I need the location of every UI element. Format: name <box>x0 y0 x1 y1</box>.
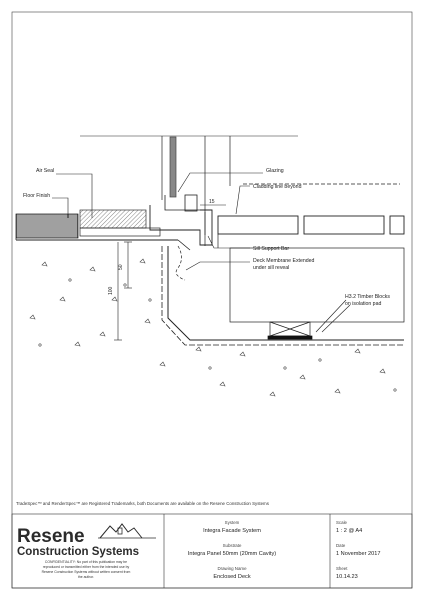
resene-logo: Resene Construction Systems <box>17 523 156 558</box>
scale-value: 1 : 2 @ A4 <box>336 528 362 534</box>
framing-void <box>229 247 405 323</box>
dimensions <box>114 204 226 341</box>
dim-100: 100 <box>108 286 114 295</box>
system-label: System <box>225 520 240 525</box>
section-detail <box>15 135 405 346</box>
logo-skyline-icon <box>99 523 143 539</box>
leaders <box>52 172 351 333</box>
glazing-unit <box>169 136 177 198</box>
sill-frame <box>149 205 213 246</box>
confidentiality-3: Resene Construction Systems without writ… <box>42 570 131 574</box>
label-timber-blocks: H3.2 Timber Blocks <box>345 294 390 300</box>
label-deck-membrane-2: under sill reveal <box>253 265 289 271</box>
label-glazing: Glazing <box>266 168 284 174</box>
trademark-note: TradeSpec™ and RenderSpec™ are Registere… <box>16 501 270 506</box>
substrate-label: Substrate <box>223 543 242 548</box>
cladding-panel <box>389 215 405 235</box>
label-timber-blocks-2: on isolation pad <box>345 301 381 307</box>
scale-label: Scale <box>336 520 348 525</box>
confidentiality-2: reproduced or transmitted either from th… <box>43 565 130 569</box>
label-deck-membrane: Deck Membrane Extended <box>253 258 315 264</box>
cladding-panel <box>217 215 299 235</box>
sheet-label: Sheet <box>336 566 348 571</box>
floor-finish <box>15 213 79 239</box>
date-label: Date <box>336 543 346 548</box>
drawing-name-value: Enclosed Deck <box>213 574 251 580</box>
label-air-seal: Air Seal <box>36 168 54 174</box>
system-value: Integra Facade System <box>203 528 261 534</box>
label-cladding-line: Cladding line beyond <box>253 184 302 190</box>
sheet-value: 10.14.23 <box>336 574 358 580</box>
concrete-texture <box>29 258 397 397</box>
substrate-value: Integra Panel 50mm (20mm Cavity) <box>188 551 276 557</box>
svg-text:Construction Systems: Construction Systems <box>17 546 139 558</box>
deck-membrane <box>175 245 186 281</box>
slab-edge <box>167 246 404 341</box>
sill-packer <box>79 209 147 229</box>
dim-15: 15 <box>209 199 215 205</box>
drawing-name-label: Drawing Name <box>217 566 247 571</box>
cladding-panel <box>303 215 385 235</box>
confidentiality-1: CONFIDENTIALITY: No part of this publica… <box>45 560 127 564</box>
title-block <box>11 513 413 589</box>
dim-50: 50 <box>118 264 124 270</box>
confidentiality-4: the author. <box>78 575 94 579</box>
svg-text:Resene: Resene <box>17 526 85 547</box>
label-floor-finish: Floor Finish <box>23 193 50 199</box>
label-sill-support-bar: Sill Support Bar <box>253 246 289 252</box>
date-value: 1 November 2017 <box>336 551 380 557</box>
